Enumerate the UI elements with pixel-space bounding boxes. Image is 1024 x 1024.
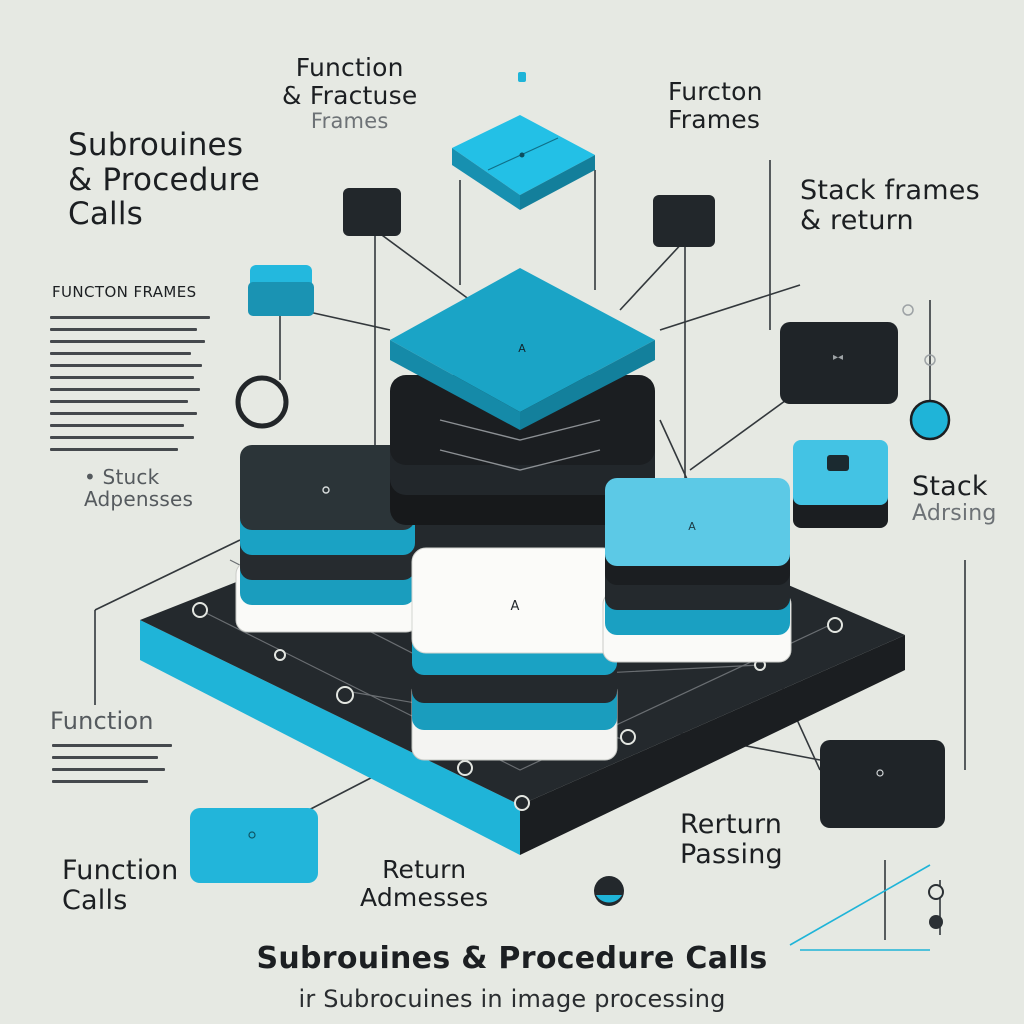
top-cyan-tile [452, 115, 595, 210]
right-stack-label: Stack Adrsing [912, 471, 997, 527]
small-dark-cubes: ▸◂ [343, 188, 945, 828]
center-stack: A [411, 547, 618, 761]
top-stack: A [390, 268, 655, 525]
left-stack-label: • Stuck Adpensses [84, 465, 194, 512]
left-text-lines-bottom [52, 744, 172, 792]
left-text-lines-top [50, 316, 210, 460]
return-passing-label: Rerturn Passing [680, 809, 783, 871]
small-cyan-cubes [190, 265, 888, 883]
left-small-label: FUNCTON FRAMES [52, 283, 197, 301]
right-stack-mark: A [688, 520, 696, 533]
right-stack: A [602, 478, 792, 663]
decor-circles [235, 72, 951, 929]
accent-lines [789, 864, 931, 951]
function-calls-label: Function Calls [62, 855, 179, 917]
left-stack [235, 445, 419, 633]
left-function-label: Function [50, 707, 154, 735]
top-right-label: Furcton Frames [668, 77, 763, 134]
svg-text:▸◂: ▸◂ [833, 352, 843, 363]
top-stack-mark: A [518, 342, 526, 355]
left-title: Subrouines & Procedure Calls [68, 127, 260, 233]
right-upper-label: Stack frames & return [800, 175, 980, 237]
return-addresses-label: Return Admesses [360, 855, 489, 912]
footer-title: Subrouines & Procedure Calls [256, 941, 768, 976]
footer-subtitle: ir Subrocuines in image processing [298, 985, 726, 1013]
center-stack-mark: A [511, 599, 520, 614]
top-center-label: Function & Fractuse Frames [282, 53, 418, 133]
